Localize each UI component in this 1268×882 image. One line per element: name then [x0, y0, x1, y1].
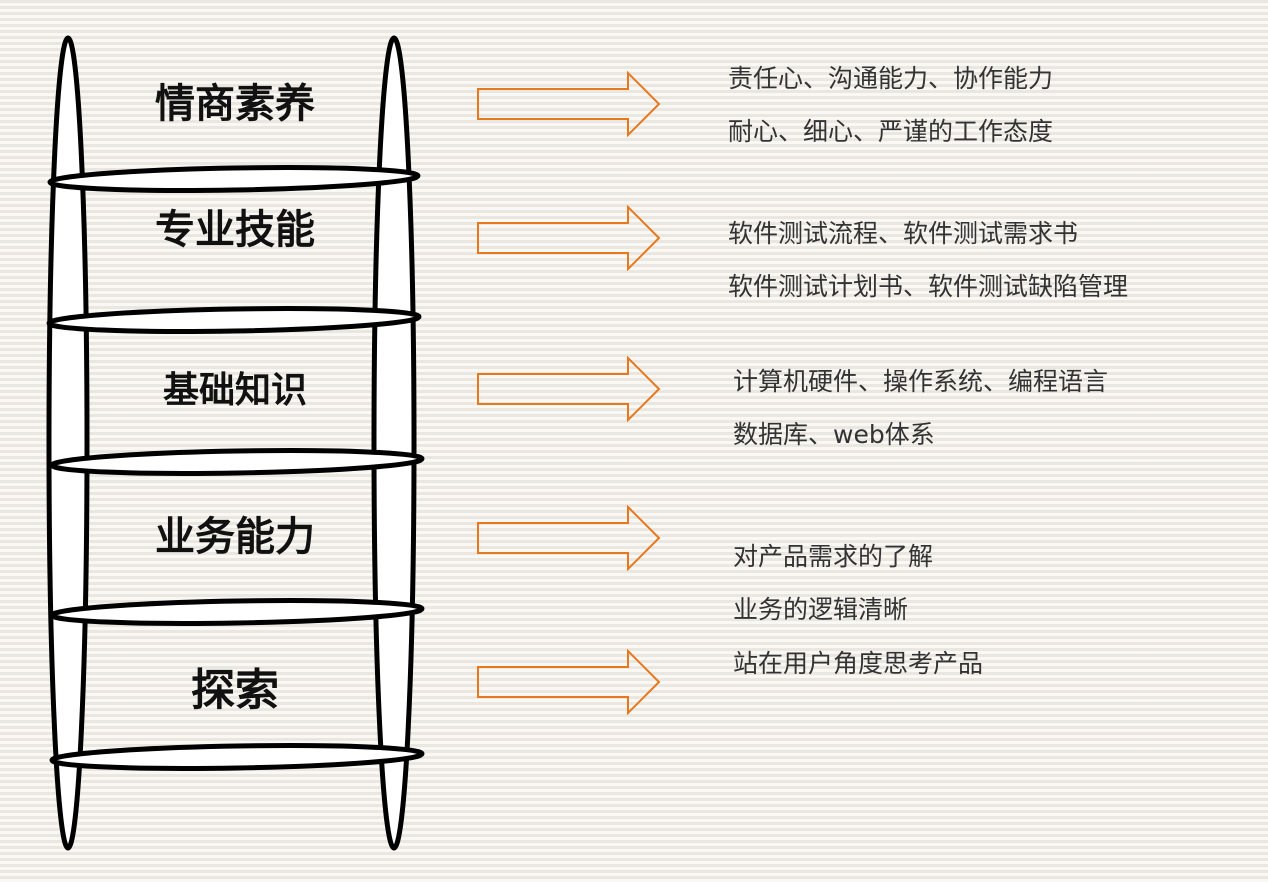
- level-label-basics: 基础知识: [162, 370, 307, 411]
- arrow-icon: [477, 71, 661, 137]
- detail-text: 耐心、细心、严谨的工作态度: [728, 117, 1054, 146]
- detail-text: 软件测试流程、软件测试需求书: [728, 219, 1079, 248]
- ladder-rung: [49, 598, 425, 626]
- ladder-rung: [46, 306, 422, 334]
- level-label-explore: 探索: [191, 665, 279, 716]
- arrow-icon: [477, 205, 661, 271]
- level-label-skills: 专业技能: [155, 207, 315, 253]
- detail-text: 数据库、web体系: [733, 420, 935, 449]
- ladder-rung: [47, 165, 421, 193]
- arrow-icon: [477, 505, 661, 571]
- arrow-icon: [477, 356, 661, 422]
- arrow-icon: [477, 649, 661, 715]
- detail-text: 业务的逻辑清晰: [733, 595, 909, 624]
- level-label-business: 业务能力: [155, 514, 315, 560]
- detail-text: 站在用户角度思考产品: [733, 649, 984, 678]
- ladder-left-rail: [46, 35, 90, 851]
- detail-text: 责任心、沟通能力、协作能力: [728, 64, 1054, 93]
- level-label-eq: 情商素养: [155, 81, 315, 127]
- ladder: [46, 35, 425, 851]
- detail-text: 对产品需求的了解: [733, 542, 934, 571]
- ladder-rung: [49, 448, 425, 476]
- ladder-right-rail: [371, 35, 417, 851]
- ladder-rung: [49, 743, 425, 771]
- detail-text: 计算机硬件、操作系统、编程语言: [733, 367, 1109, 396]
- detail-text: 软件测试计划书、软件测试缺陷管理: [728, 272, 1129, 301]
